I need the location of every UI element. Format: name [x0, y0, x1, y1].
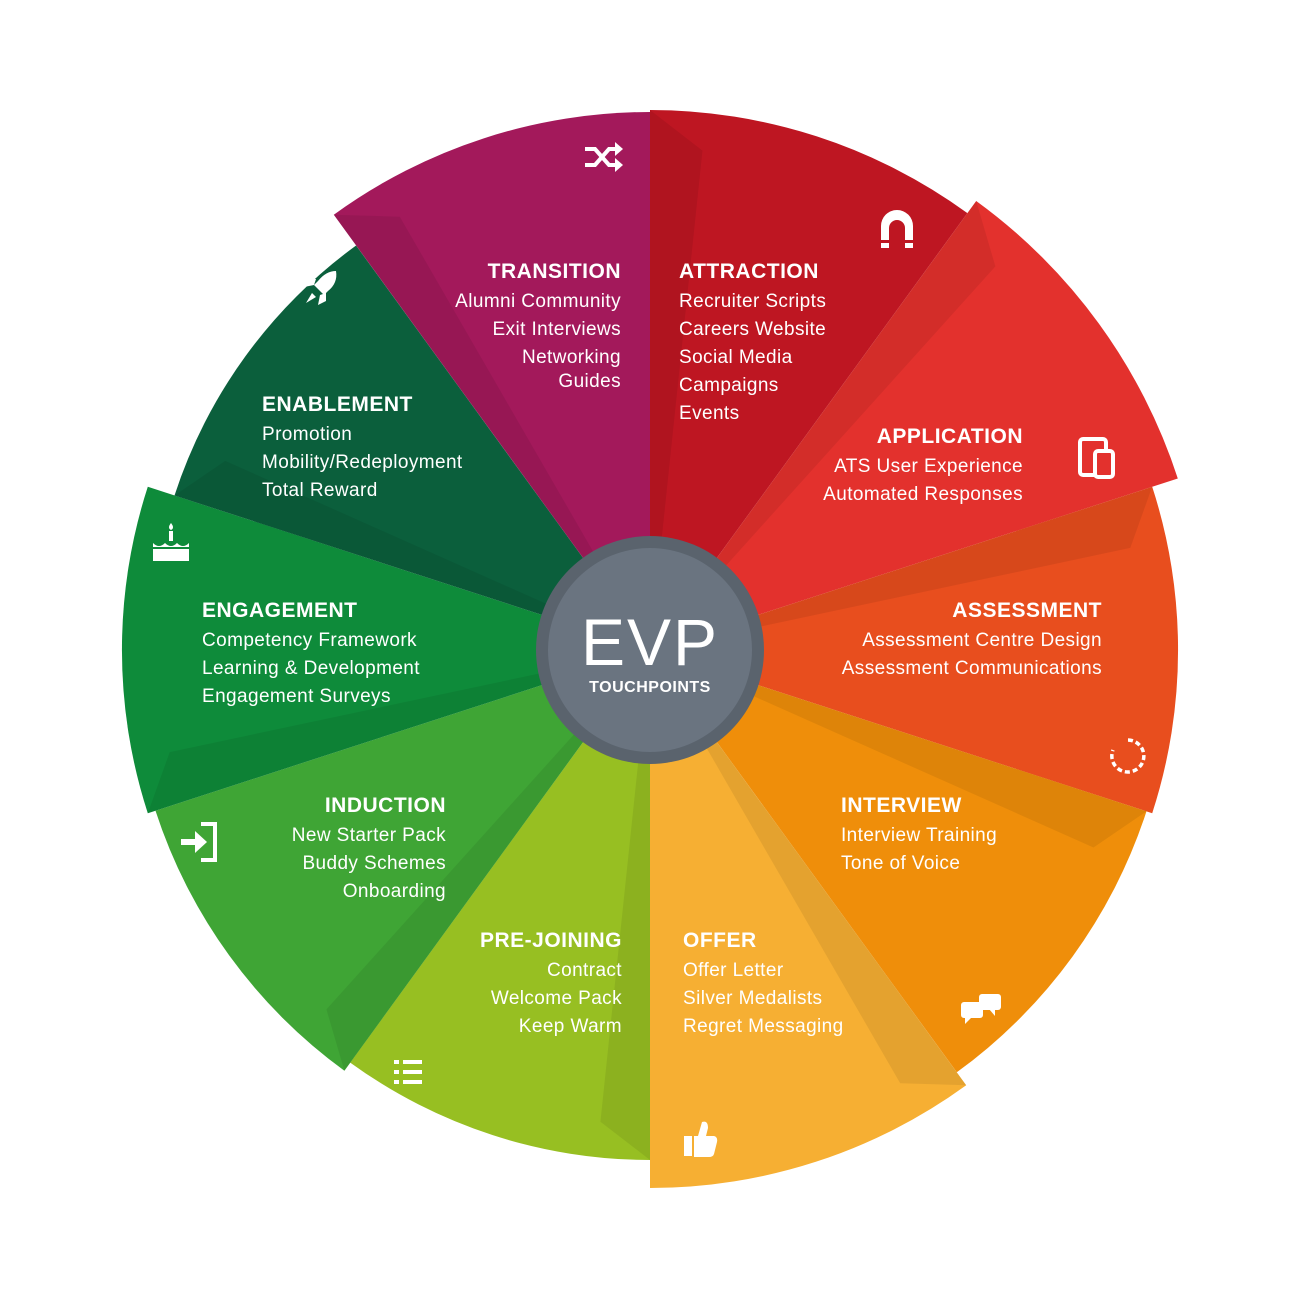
segment-item-attraction: Social Media — [679, 347, 793, 368]
segment-item-pre-joining: Welcome Pack — [491, 988, 622, 1009]
wedge-application — [650, 201, 1178, 650]
segment-item-enablement: Total Reward — [262, 480, 378, 501]
segment-title-application: APPLICATION — [877, 425, 1023, 448]
segment-title-interview: INTERVIEW — [841, 794, 962, 817]
segment-item-transition: Exit Interviews — [493, 319, 621, 340]
segment-item-enablement: Promotion — [262, 424, 352, 445]
segment-title-transition: TRANSITION — [488, 260, 621, 283]
loading-circle-icon — [1110, 738, 1146, 774]
hub-core — [548, 548, 752, 752]
segment-title-engagement: ENGAGEMENT — [202, 599, 358, 622]
segment-item-attraction: Events — [679, 403, 740, 424]
wedge-transition — [333, 112, 650, 650]
cake-icon — [153, 523, 189, 561]
segment-item-transition: Guides — [558, 371, 621, 392]
wedge-shadow-assessment — [650, 486, 1153, 650]
wedge-shadow-offer — [650, 650, 967, 1086]
segment-item-attraction: Careers Website — [679, 319, 826, 340]
segment-item-interview: Tone of Voice — [841, 853, 960, 874]
segment-title-enablement: ENABLEMENT — [262, 393, 413, 416]
segment-item-transition: Alumni Community — [455, 291, 621, 312]
segment-item-induction: Onboarding — [343, 881, 446, 902]
wedge-shadow-attraction — [650, 110, 703, 650]
wedge-assessment — [650, 486, 1179, 814]
segment-item-offer: Regret Messaging — [683, 1016, 844, 1037]
wedge-shadow-application — [650, 201, 996, 650]
evp-hub: EVP TOUCHPOINTS — [536, 536, 764, 764]
segment-item-offer: Offer Letter — [683, 960, 784, 981]
segment-item-application: Automated Responses — [823, 484, 1023, 505]
rocket-icon — [304, 271, 337, 305]
wedge-pre-joining — [350, 650, 650, 1160]
segment-item-attraction: Recruiter Scripts — [679, 291, 826, 312]
icon-layer — [153, 142, 1146, 1157]
segment-item-transition: Networking — [522, 347, 621, 368]
shuffle-icon — [585, 142, 623, 172]
segment-item-engagement: Competency Framework — [202, 630, 417, 651]
wedge-induction — [155, 650, 650, 1071]
thumbs-up-icon — [684, 1121, 718, 1157]
wedge-engagement — [121, 486, 651, 814]
wedge-shadow-transition — [333, 214, 650, 650]
devices-icon — [1078, 437, 1115, 479]
wedge-shadow-interview — [650, 650, 1147, 848]
wedge-shadow-pre-joining — [600, 650, 650, 1160]
wedge-layer — [121, 109, 1179, 1188]
segment-item-application: ATS User Experience — [834, 456, 1023, 477]
segment-item-induction: Buddy Schemes — [302, 853, 446, 874]
hub-title: EVP — [581, 605, 719, 679]
segment-item-engagement: Engagement Surveys — [202, 686, 391, 707]
sign-in-icon — [181, 822, 217, 862]
segment-item-enablement: Mobility/Redeployment — [262, 452, 463, 473]
list-icon — [394, 1060, 422, 1084]
magnet-icon — [881, 210, 913, 248]
segment-title-offer: OFFER — [683, 929, 757, 952]
segment-item-engagement: Learning & Development — [202, 658, 420, 679]
wedge-offer — [650, 650, 967, 1188]
wedge-enablement — [174, 245, 650, 650]
wedge-shadow-enablement — [174, 460, 650, 650]
segment-title-induction: INDUCTION — [325, 794, 446, 817]
chat-bubbles-icon — [961, 994, 1001, 1024]
segment-item-interview: Interview Training — [841, 825, 997, 846]
segment-title-attraction: ATTRACTION — [679, 260, 819, 283]
segment-title-assessment: ASSESSMENT — [952, 599, 1102, 622]
segment-item-assessment: Assessment Centre Design — [862, 630, 1102, 651]
wedge-interview — [650, 650, 1147, 1073]
segment-item-attraction: Campaigns — [679, 375, 779, 396]
segment-item-induction: New Starter Pack — [292, 825, 446, 846]
segment-title-pre-joining: PRE-JOINING — [480, 929, 622, 952]
segment-item-pre-joining: Keep Warm — [519, 1016, 622, 1037]
hub-subtitle: TOUCHPOINTS — [589, 679, 711, 696]
segment-item-pre-joining: Contract — [547, 960, 622, 981]
segment-item-assessment: Assessment Communications — [842, 658, 1102, 679]
wedge-shadow-induction — [326, 650, 650, 1071]
segment-item-offer: Silver Medalists — [683, 988, 822, 1009]
wedge-shadow-engagement — [147, 650, 651, 814]
